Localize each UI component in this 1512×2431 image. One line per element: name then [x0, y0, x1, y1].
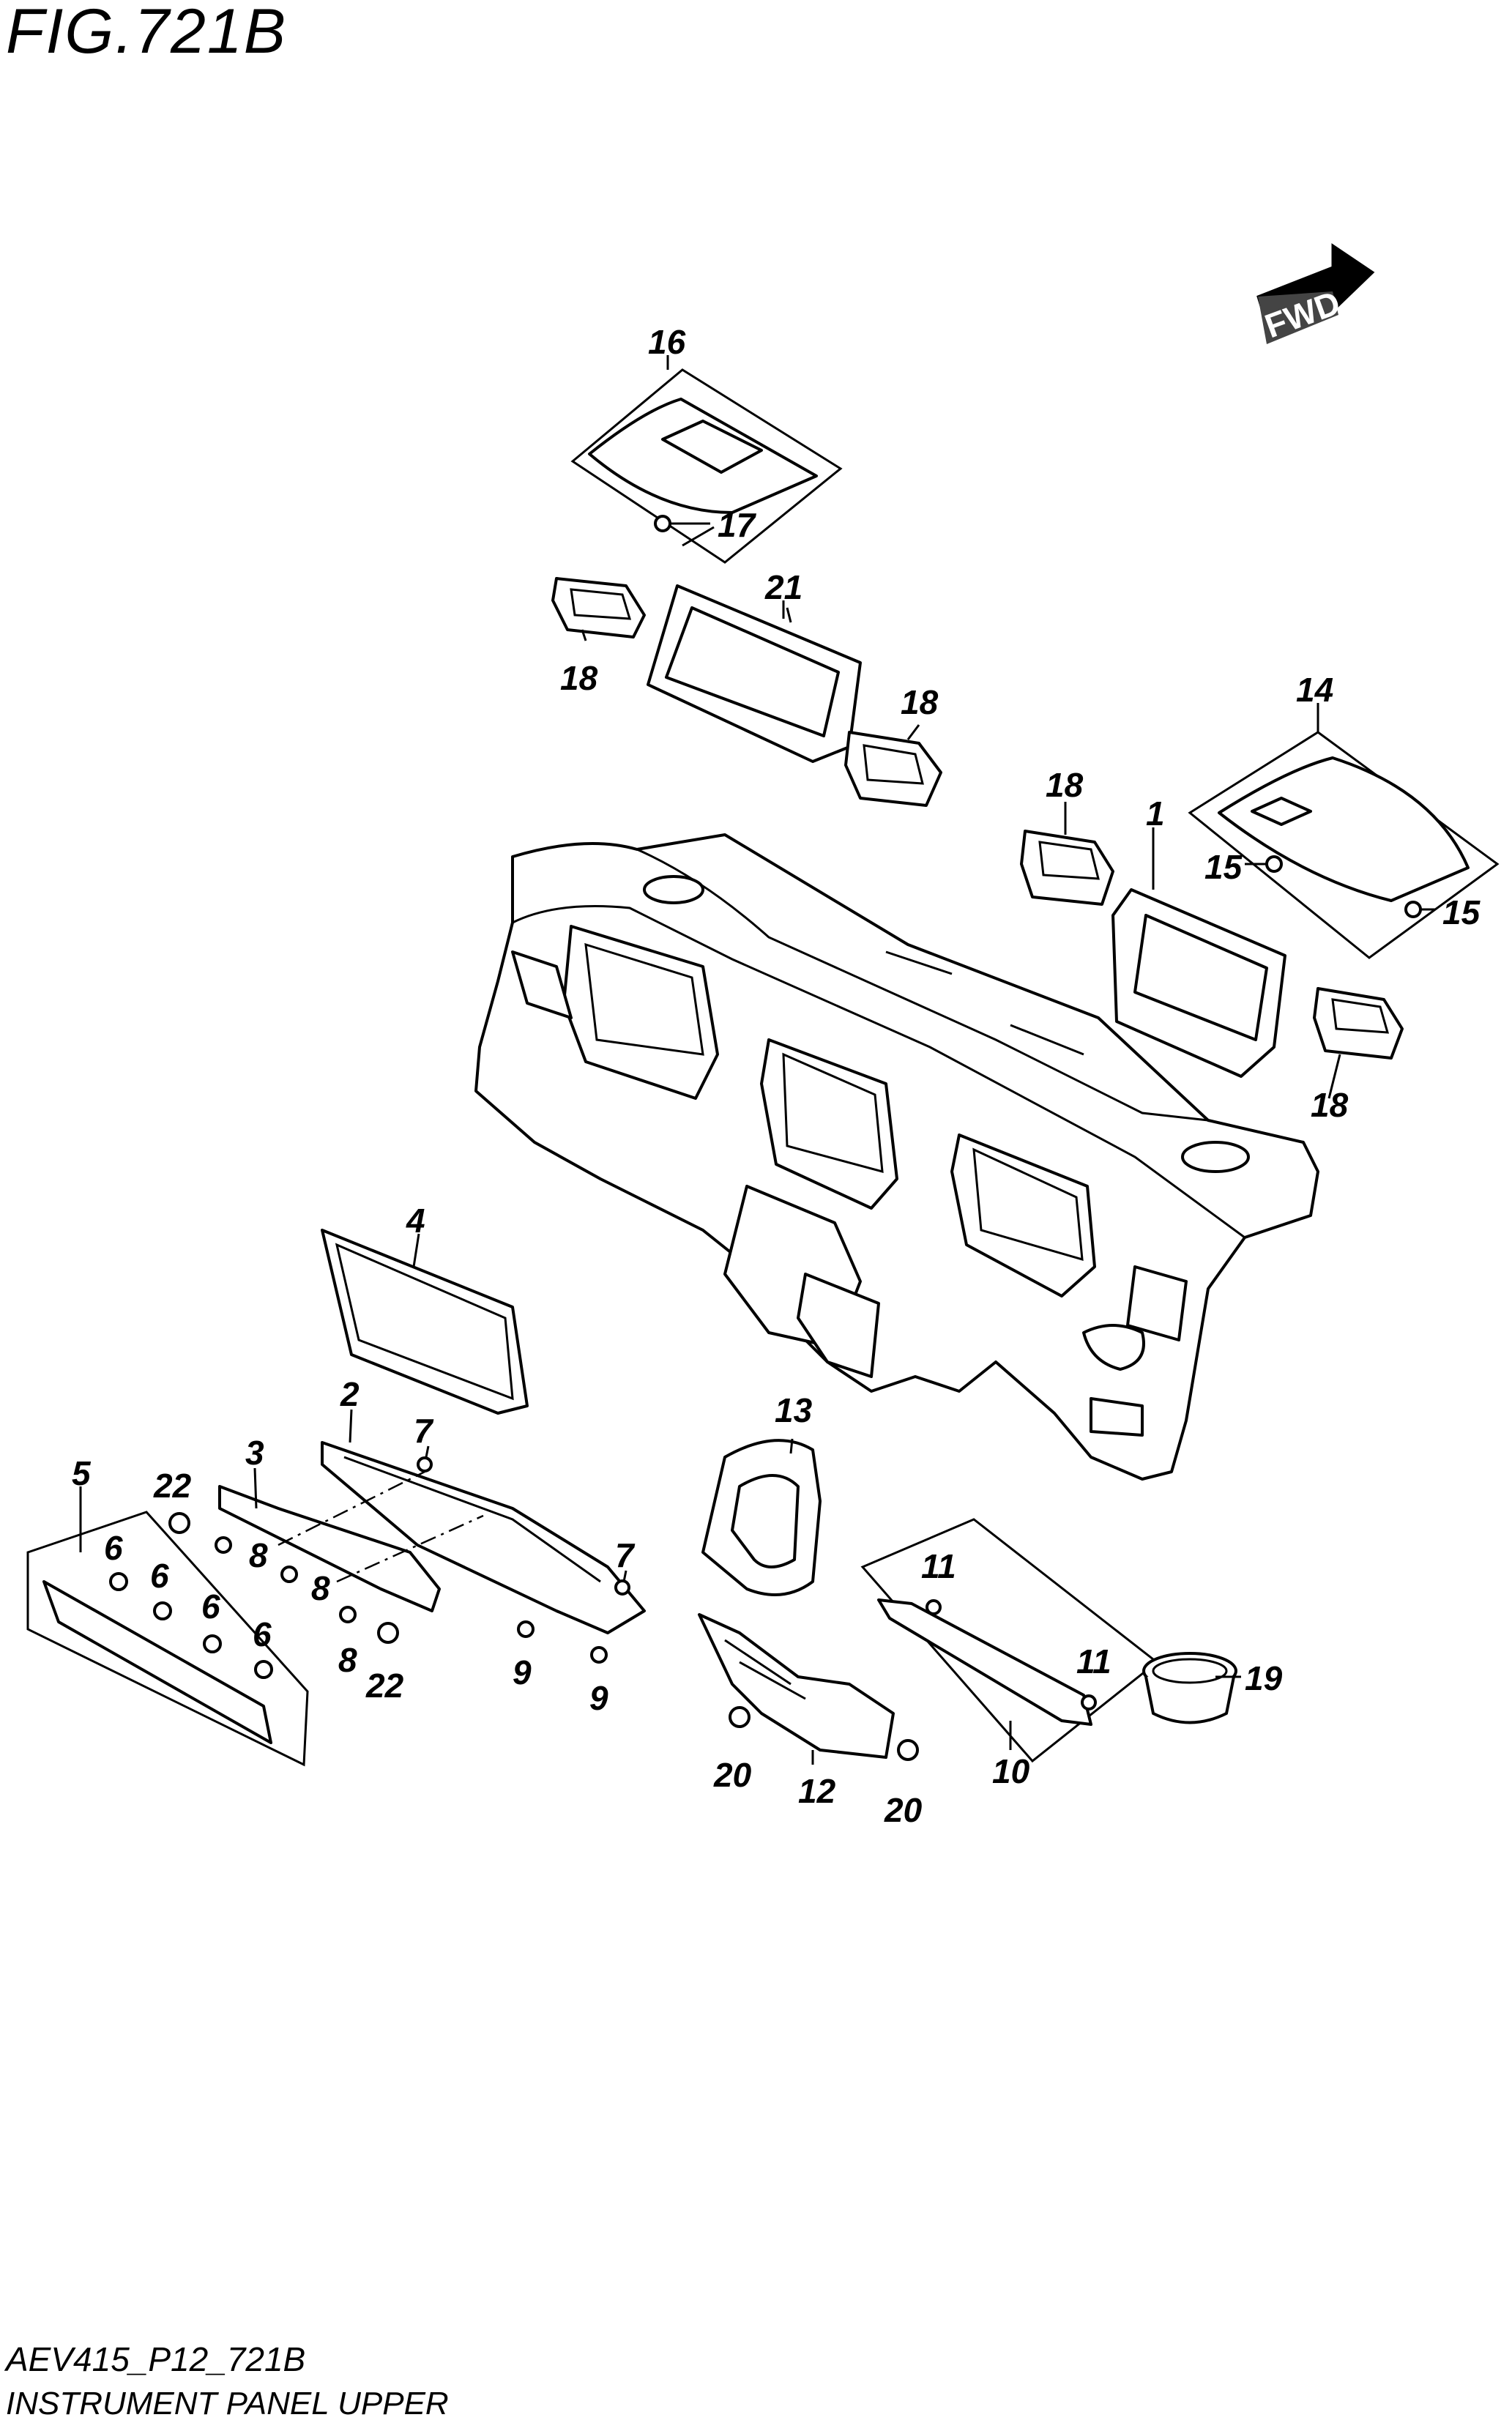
callout-15-a: 15 [1204, 848, 1243, 886]
callout-8-b: 8 [311, 1569, 330, 1607]
fastener-22-a [168, 1512, 190, 1534]
fastener-22-b [377, 1622, 399, 1644]
part-21-bezel [647, 584, 862, 763]
part-3-bracket [218, 1470, 484, 1612]
callout-12: 12 [798, 1772, 836, 1810]
part-4-panel [321, 1229, 529, 1415]
figure-title: FIG.721B [6, 0, 288, 67]
fastener-20-a [729, 1706, 751, 1728]
callout-14: 14 [1296, 671, 1333, 709]
callout-5: 5 [72, 1454, 92, 1492]
figure-name: INSTRUMENT PANEL UPPER [6, 2386, 449, 2421]
fastener-9-a [517, 1620, 535, 1638]
callout-3: 3 [245, 1434, 264, 1472]
fastener-6-a [109, 1572, 128, 1591]
fastener-7-a [417, 1456, 433, 1473]
fastener-7-b [614, 1579, 630, 1596]
fastener-6-c [203, 1634, 222, 1653]
part-18-vent-upper-left [551, 577, 646, 639]
callout-8-c: 8 [338, 1641, 357, 1679]
callout-11-a: 11 [921, 1547, 956, 1585]
fastener-20-b [897, 1739, 919, 1761]
callout-21: 21 [764, 568, 802, 606]
callout-7-a: 7 [414, 1412, 434, 1450]
callout-7-b: 7 [615, 1536, 636, 1574]
figure-code: AEV415_P12_721B [6, 2340, 306, 2378]
part-13-frame [701, 1439, 822, 1596]
callout-16: 16 [648, 323, 686, 361]
callout-18-d: 18 [1311, 1086, 1349, 1124]
part-12-bracket [698, 1613, 895, 1759]
clip-17 [654, 515, 671, 532]
callout-17: 17 [718, 506, 757, 544]
part-5-cover [26, 1511, 309, 1767]
fwd-arrow-icon: FWD [1256, 243, 1375, 345]
callout-6-d: 6 [253, 1615, 272, 1653]
fastener-8-a [215, 1536, 232, 1554]
fastener-9-b [590, 1646, 608, 1664]
callout-8-a: 8 [249, 1536, 268, 1574]
callout-22-a: 22 [153, 1467, 192, 1505]
instrument-panel-main [474, 833, 1319, 1481]
part-18-vent-center [1020, 830, 1114, 906]
callout-11-b: 11 [1076, 1642, 1111, 1680]
callout-1: 1 [1146, 794, 1165, 833]
fastener-6-d [254, 1660, 273, 1679]
callout-10: 10 [992, 1752, 1030, 1790]
part-14-cover [1188, 731, 1500, 959]
callout-18-a: 18 [560, 659, 598, 697]
callout-4: 4 [406, 1202, 425, 1240]
part-18-vent-upper-right [844, 731, 942, 807]
callout-6-b: 6 [150, 1557, 169, 1595]
callout-6-c: 6 [201, 1587, 220, 1626]
clip-15-b [1404, 901, 1422, 918]
callout-6-a: 6 [104, 1529, 123, 1567]
callout-13: 13 [775, 1391, 813, 1429]
leader-lines [79, 355, 1435, 1765]
callout-20-a: 20 [713, 1756, 752, 1794]
callout-15-b: 15 [1442, 893, 1481, 931]
fastener-6-b [153, 1601, 172, 1620]
part-2-bracket [321, 1441, 646, 1634]
fastener-8-c [339, 1606, 357, 1623]
fastener-8-b [280, 1566, 298, 1583]
part-16-cover [570, 368, 843, 564]
callout-9-a: 9 [513, 1653, 532, 1691]
callout-22-b: 22 [365, 1667, 404, 1705]
callout-9-b: 9 [589, 1679, 608, 1717]
part-1-bezel [1111, 888, 1286, 1078]
callout-20-b: 20 [884, 1791, 923, 1829]
clip-15-a [1265, 855, 1283, 873]
callout-19: 19 [1245, 1659, 1283, 1697]
callout-2: 2 [340, 1375, 360, 1413]
callout-18-c: 18 [1046, 766, 1084, 804]
callout-18-b: 18 [901, 683, 939, 721]
part-18-vent-right [1313, 987, 1404, 1060]
part-19-cup [1142, 1652, 1237, 1724]
